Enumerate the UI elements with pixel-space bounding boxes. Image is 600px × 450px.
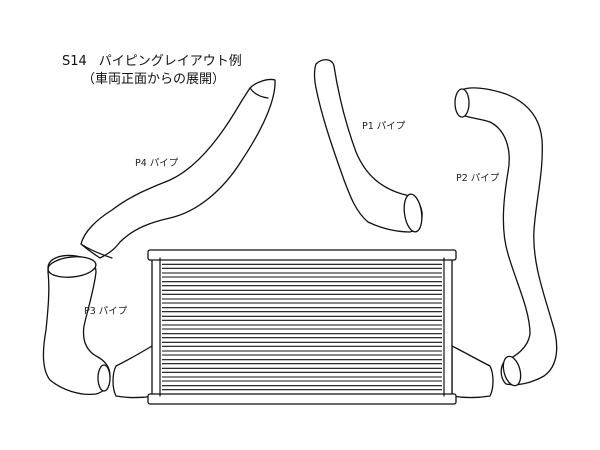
p4-pipe — [80, 78, 276, 259]
p3-label: P3 パイプ — [84, 306, 128, 317]
p2-pipe — [454, 87, 558, 387]
p3-pipe — [42, 254, 111, 396]
intercooler — [112, 249, 494, 405]
diagram-subtitle: （車両正面からの展開） — [82, 72, 226, 87]
p1-pipe — [313, 59, 423, 233]
right-end-tank — [451, 345, 494, 399]
core-top-plate — [147, 249, 457, 261]
core-bottom-plate — [147, 393, 457, 405]
model-code: S14 — [62, 54, 87, 69]
left-end-tank — [112, 345, 155, 399]
p2-label: P2 パイプ — [456, 173, 500, 184]
p1-label: P1 パイプ — [362, 121, 406, 132]
p4-label: P4 パイプ — [135, 158, 179, 169]
title-text: パイピングレイアウト例 — [98, 54, 242, 69]
diagram-title: S14 パイピングレイアウト例 — [62, 50, 242, 69]
core-fins — [162, 263, 442, 391]
